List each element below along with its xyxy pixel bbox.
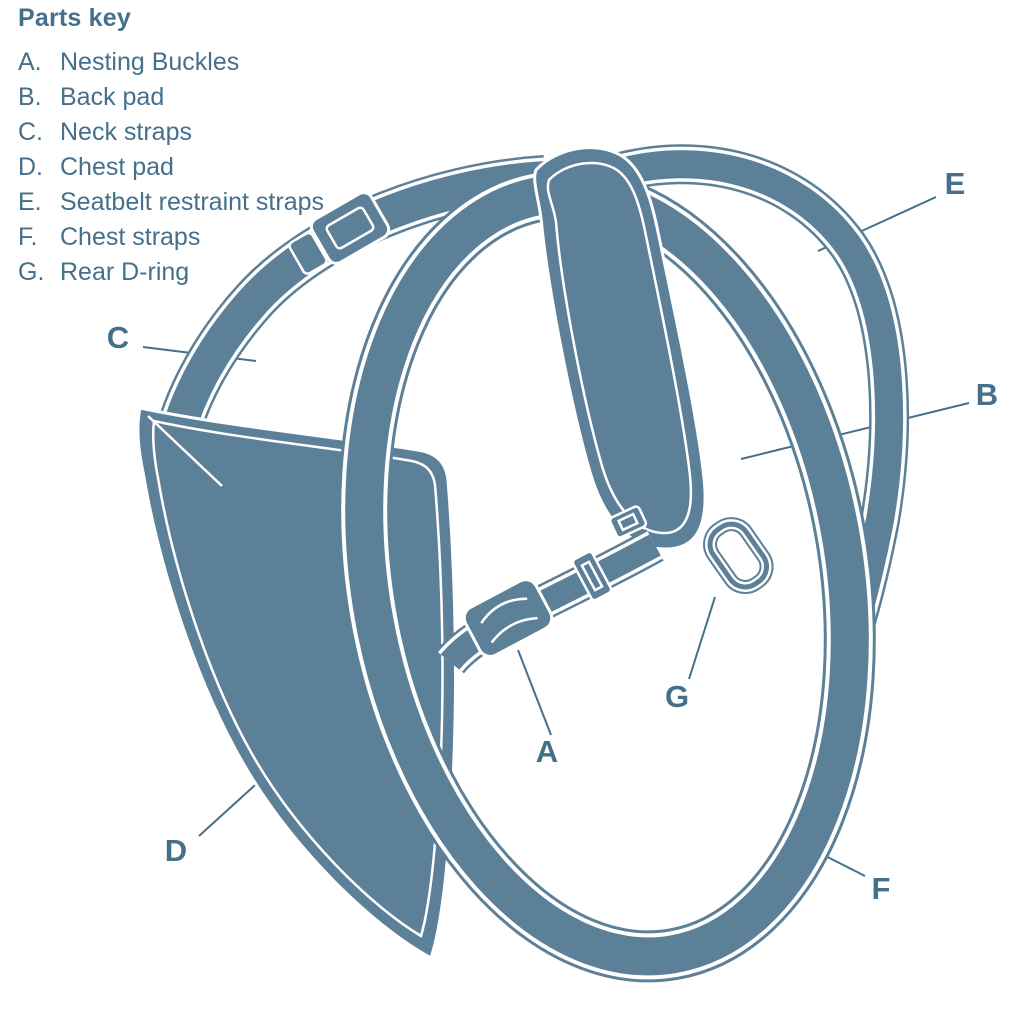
parts-key-item: C. Neck straps (18, 115, 324, 150)
leader-line-a (517, 649, 552, 736)
parts-key-item: G. Rear D-ring (18, 255, 324, 290)
part-letter: D. (18, 153, 43, 181)
part-name: Back pad (60, 83, 165, 111)
callout-label-b: B (975, 377, 999, 412)
parts-key-list: A. Nesting Buckles B. Back pad C. Neck s… (18, 45, 324, 290)
part-letter: B. (18, 83, 42, 111)
pad-strap-loop-shape (608, 505, 648, 539)
callout-label-f: F (871, 871, 891, 906)
parts-key: Parts key A. Nesting Buckles B. Back pad… (18, 4, 324, 290)
neck-strap-buckle-shape (288, 191, 391, 275)
part-letter: F. (18, 223, 38, 251)
part-letter: E. (18, 188, 42, 216)
parts-key-item: B. Back pad (18, 80, 324, 115)
part-name: Nesting Buckles (60, 48, 240, 76)
part-letter: G. (18, 258, 45, 286)
rear-d-ring-shape (703, 517, 774, 594)
callout-label-a: A (535, 734, 559, 769)
part-name: Seatbelt restraint straps (60, 188, 325, 216)
part-name: Chest straps (60, 223, 201, 251)
callout-label-c: C (106, 320, 130, 355)
part-name: Rear D-ring (60, 258, 190, 286)
parts-key-item: A. Nesting Buckles (18, 45, 324, 80)
leader-lines (142, 196, 970, 877)
parts-key-item: E. Seatbelt restraint straps (18, 185, 324, 220)
parts-key-title: Parts key (18, 4, 131, 32)
nesting-buckle-shape (462, 578, 554, 658)
strap-keeper-shape (571, 550, 613, 602)
part-name: Chest pad (60, 153, 174, 181)
part-letter: C. (18, 118, 43, 146)
callout-label-d: D (164, 833, 188, 868)
parts-key-item: F. Chest straps (18, 220, 324, 255)
leader-line-b (740, 402, 970, 460)
callout-label-e: E (944, 166, 966, 201)
leader-line-g (688, 596, 716, 680)
parts-key-item: D. Chest pad (18, 150, 324, 185)
part-name: Neck straps (60, 118, 192, 146)
part-letter: A. (18, 48, 42, 76)
back-pad-shape (533, 146, 707, 551)
callout-label-g: G (664, 679, 690, 714)
